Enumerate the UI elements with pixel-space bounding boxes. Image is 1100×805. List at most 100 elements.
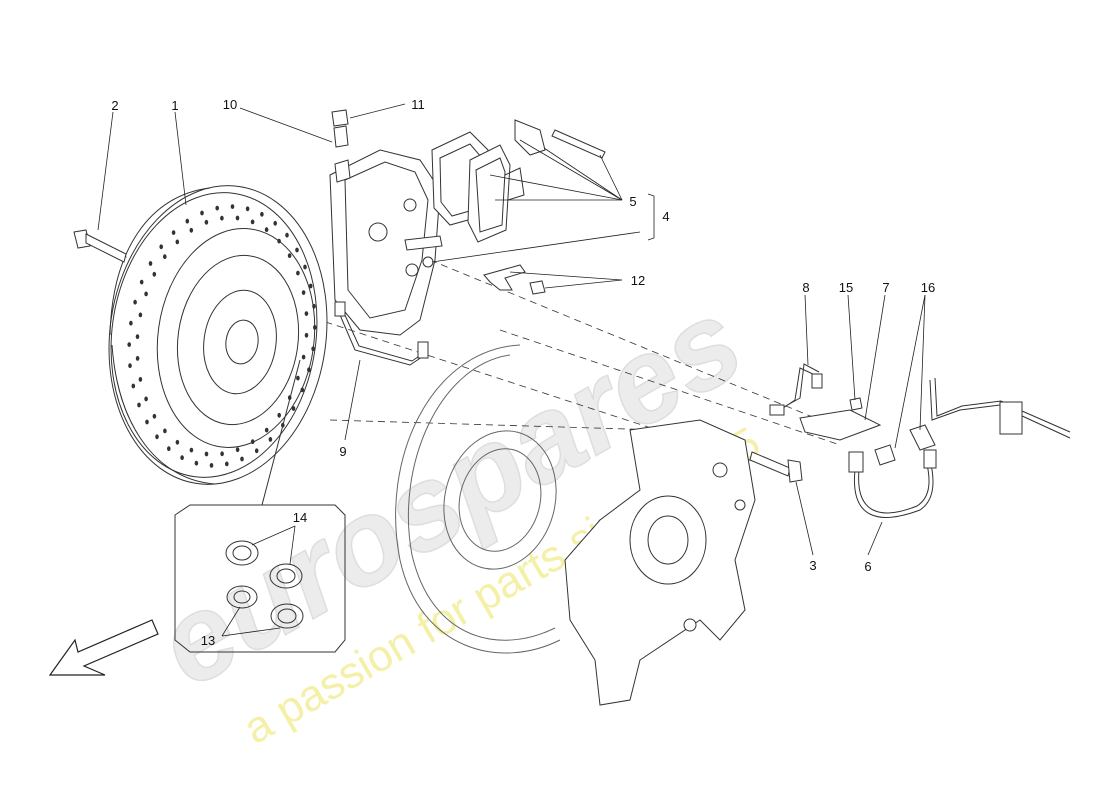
bleeder-screw-and-cap: [331, 109, 349, 148]
disc-drill-hole: [175, 439, 180, 445]
disc-drill-hole: [235, 447, 240, 453]
disc-drill-hole: [300, 387, 305, 393]
disc-drill-hole: [296, 270, 300, 276]
disc-drill-hole: [131, 383, 136, 389]
sensor-bracket: [483, 264, 546, 295]
disc-drill-hole: [129, 320, 133, 326]
disc-drill-hole: [235, 215, 240, 221]
callout-15: 15: [839, 280, 853, 295]
disc-drill-hole: [152, 413, 157, 419]
disc-drill-hole: [209, 463, 214, 468]
disc-drill-hole: [180, 455, 184, 461]
disc-drill-hole: [138, 377, 143, 382]
disc-drill-hole: [264, 427, 269, 433]
disc-drill-hole: [220, 215, 224, 221]
disc-drill-hole: [264, 227, 269, 233]
callout-2: 2: [111, 98, 118, 113]
disc-drill-hole: [304, 311, 309, 316]
callout-14: 14: [293, 510, 307, 525]
disc-drill-hole: [133, 299, 137, 305]
disc-drill-hole: [277, 412, 282, 418]
disc-drill-hole: [171, 230, 176, 236]
disc-drill-hole: [175, 239, 180, 245]
callout-7: 7: [882, 280, 889, 295]
disc-drill-hole: [139, 279, 144, 285]
disc-drill-hole: [303, 264, 307, 270]
disc-drill-hole: [240, 456, 244, 462]
callout-4: 4: [662, 209, 669, 224]
disc-drill-hole: [250, 439, 255, 445]
disc-drill-hole: [194, 460, 199, 466]
callout-6: 6: [864, 559, 871, 574]
callout-labels: 1 2 3 4 5 6 7 8 9 10 11 12 13 14 15 16: [111, 97, 935, 648]
disc-drill-hole: [138, 312, 143, 318]
callout-10: 10: [223, 97, 237, 112]
callout-9: 9: [339, 444, 346, 459]
disc-drill-hole: [135, 356, 140, 361]
disc-drill-hole: [135, 334, 140, 340]
callout-16: 16: [921, 280, 935, 295]
disc-drill-hole: [308, 283, 313, 289]
disc-drill-hole: [301, 354, 306, 360]
disc-drill-hole: [225, 461, 229, 467]
disc-drill-hole: [220, 451, 224, 457]
disc-drill-hole: [155, 434, 159, 440]
disc-drill-hole: [304, 332, 309, 338]
disc-drill-hole: [291, 406, 296, 411]
disc-drill-hole: [144, 291, 148, 297]
callout-5: 5: [629, 194, 636, 209]
callout-3: 3: [809, 558, 816, 573]
disc-drill-hole: [145, 419, 149, 425]
disc-drill-hole: [285, 232, 289, 238]
disc-drill-hole: [313, 325, 317, 330]
disc-drill-hole: [128, 363, 132, 369]
disc-drill-hole: [152, 271, 157, 277]
hub-bolt: [749, 451, 803, 483]
disc-drill-hole: [200, 210, 204, 216]
callout-13: 13: [201, 633, 215, 648]
brake-pipe-and-clips: [769, 363, 1071, 466]
disc-drill-hole: [189, 447, 194, 453]
callout-8: 8: [802, 280, 809, 295]
disc-drill-hole: [312, 303, 316, 309]
callout-11: 11: [411, 97, 425, 112]
disc-drill-hole: [137, 402, 141, 408]
callout-12: 12: [631, 273, 645, 288]
disc-drill-hole: [245, 206, 250, 212]
disc-drill-hole: [254, 448, 259, 454]
disc-drill-hole: [163, 254, 167, 260]
disc-drill-hole: [296, 375, 300, 381]
disc-drill-hole: [167, 446, 171, 452]
disc-drill-hole: [215, 205, 219, 211]
disc-drill-hole: [277, 238, 281, 244]
disc-drill-hole: [250, 219, 255, 225]
disc-drill-hole: [127, 342, 131, 347]
disc-drill-hole: [287, 253, 292, 259]
disc-drill-hole: [307, 367, 311, 373]
direction-arrow: [48, 619, 159, 676]
disc-drill-hole: [189, 227, 194, 233]
leader-lines: [97, 103, 926, 637]
hub-carrier: [564, 419, 756, 706]
disc-drill-hole: [295, 247, 299, 253]
disc-drill-hole: [311, 346, 315, 352]
disc-drill-hole: [185, 218, 190, 224]
disc-drill-hole: [204, 219, 209, 225]
disc-drill-hole: [159, 244, 163, 250]
disc-drill-hole: [273, 220, 278, 226]
brake-pads: [431, 119, 606, 243]
bolt: [73, 229, 127, 263]
disc-drill-hole: [163, 428, 167, 434]
disc-drill-hole: [268, 437, 273, 442]
disc-drill-hole: [204, 451, 209, 457]
disc-drill-hole: [301, 290, 306, 295]
disc-drill-hole: [144, 396, 148, 402]
brake-disc: [108, 185, 328, 485]
disc-drill-hole: [148, 261, 153, 266]
dust-shield: [395, 344, 561, 654]
disc-drill-hole: [260, 211, 264, 217]
callout-1: 1: [171, 98, 178, 113]
flexible-brake-hose: [848, 449, 937, 518]
seal-kit-inset: [174, 359, 346, 653]
